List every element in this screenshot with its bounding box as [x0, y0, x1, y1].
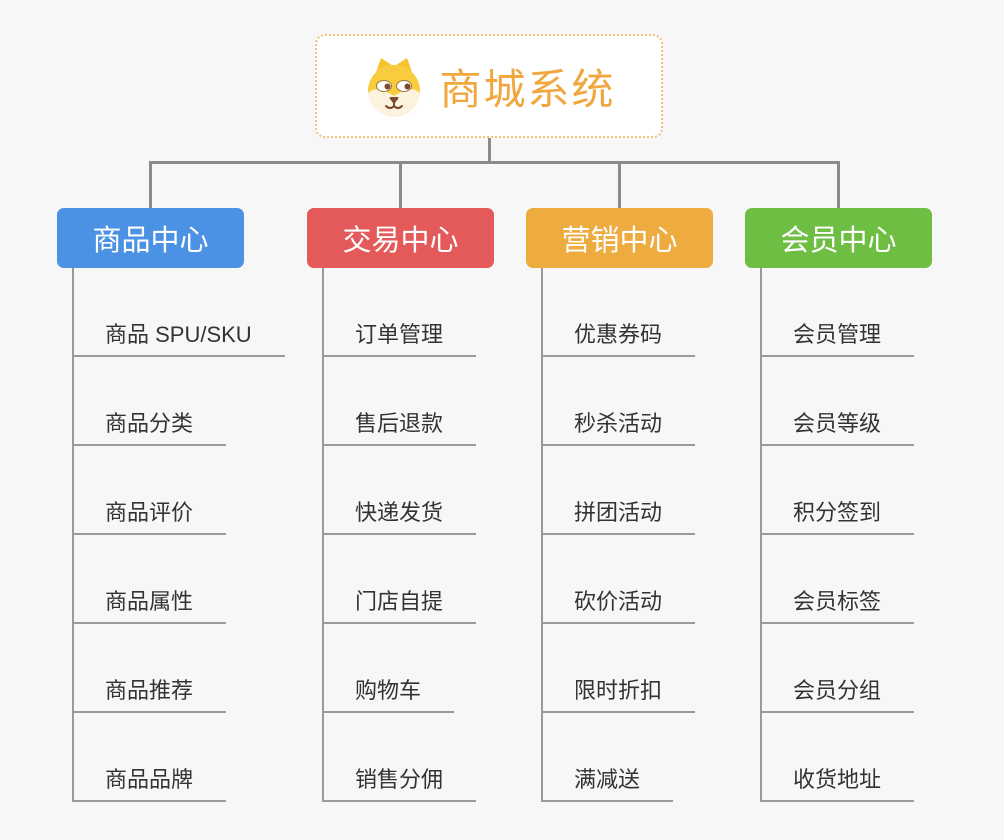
- leaf-node[interactable]: 商品品牌: [74, 762, 227, 802]
- connector-drop: [149, 161, 152, 208]
- leaf-node[interactable]: 会员管理: [762, 317, 915, 357]
- leaf-node[interactable]: 销售分佣: [324, 762, 477, 802]
- branch-node-product-center[interactable]: 商品中心: [57, 208, 244, 268]
- leaf-node[interactable]: 砍价活动: [543, 584, 696, 624]
- leaf-node[interactable]: 商品分类: [74, 406, 227, 446]
- leaf-node[interactable]: 商品 SPU/SKU: [74, 317, 285, 357]
- leaf-node[interactable]: 订单管理: [324, 317, 477, 357]
- leaf-node[interactable]: 快递发货: [324, 495, 477, 535]
- leaf-node[interactable]: 售后退款: [324, 406, 477, 446]
- leaf-node[interactable]: 满减送: [543, 762, 674, 802]
- branch-label: 商品中心: [92, 225, 209, 257]
- branch-children-member: 会员管理 会员等级 积分签到 会员标签 会员分组 收货地址: [760, 268, 915, 802]
- connector-drop: [399, 161, 402, 208]
- branch-node-marketing-center[interactable]: 营销中心: [526, 208, 713, 268]
- leaf-node[interactable]: 收货地址: [762, 762, 915, 802]
- leaf-node[interactable]: 会员等级: [762, 406, 915, 446]
- connector-drop: [837, 161, 840, 208]
- leaf-node[interactable]: 购物车: [324, 673, 455, 713]
- branch-node-member-center[interactable]: 会员中心: [745, 208, 932, 268]
- leaf-node[interactable]: 门店自提: [324, 584, 477, 624]
- leaf-node[interactable]: 会员标签: [762, 584, 915, 624]
- leaf-node[interactable]: 商品属性: [74, 584, 227, 624]
- leaf-node[interactable]: 拼团活动: [543, 495, 696, 535]
- leaf-node[interactable]: 会员分组: [762, 673, 915, 713]
- root-title: 商城系统: [439, 65, 616, 113]
- leaf-node[interactable]: 优惠券码: [543, 317, 696, 357]
- leaf-node[interactable]: 限时折扣: [543, 673, 696, 713]
- leaf-node[interactable]: 秒杀活动: [543, 406, 696, 446]
- branch-label: 营销中心: [561, 225, 678, 257]
- leaf-node[interactable]: 积分签到: [762, 495, 915, 535]
- dog-face-icon: [362, 54, 426, 118]
- connector-root-stem: [488, 136, 491, 163]
- branch-node-trade-center[interactable]: 交易中心: [307, 208, 494, 268]
- connector-horizontal-bar: [149, 161, 840, 164]
- root-node[interactable]: 商城系统: [315, 34, 663, 138]
- connector-drop: [618, 161, 621, 208]
- leaf-node[interactable]: 商品推荐: [74, 673, 227, 713]
- branch-children-marketing: 优惠券码 秒杀活动 拼团活动 砍价活动 限时折扣 满减送: [541, 268, 696, 802]
- branch-children-trade: 订单管理 售后退款 快递发货 门店自提 购物车 销售分佣: [322, 268, 477, 802]
- branch-label: 会员中心: [780, 225, 897, 257]
- branch-label: 交易中心: [342, 225, 459, 257]
- branch-children-product: 商品 SPU/SKU 商品分类 商品评价 商品属性 商品推荐 商品品牌: [72, 268, 285, 802]
- leaf-node[interactable]: 商品评价: [74, 495, 227, 535]
